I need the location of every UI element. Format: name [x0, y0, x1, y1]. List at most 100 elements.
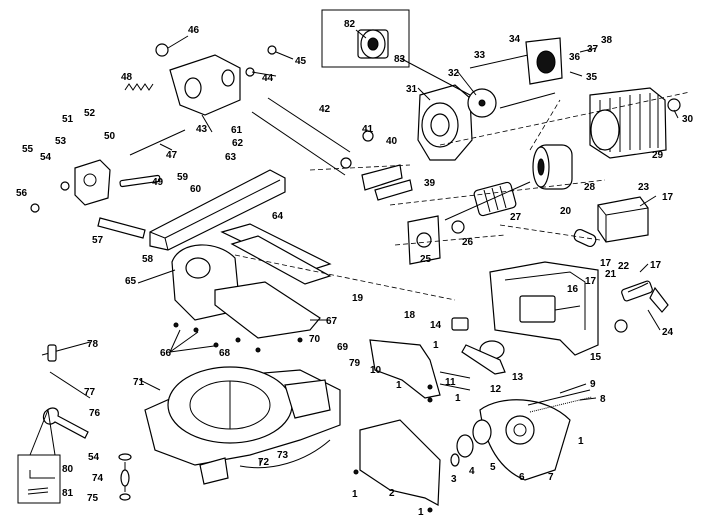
callout-65: 65	[125, 276, 137, 287]
part-12-lever	[461, 344, 506, 375]
callout-52: 52	[84, 108, 96, 119]
callout-82: 82	[344, 19, 356, 30]
part-42-rails	[251, 97, 351, 176]
callout-28: 28	[584, 182, 596, 193]
callout-60: 60	[190, 184, 202, 195]
callout-17b: 17	[600, 258, 612, 269]
part-64-fence	[220, 223, 332, 285]
part-4-washer	[456, 434, 474, 458]
part-57-knob	[97, 217, 146, 239]
callout-43: 43	[196, 124, 208, 135]
callout-labels: 1 2 3 4 5 6 7 8 9 10 11 12 13 14 15 16 1…	[16, 19, 694, 518]
callout-14: 14	[430, 320, 442, 331]
callout-45: 45	[295, 56, 307, 67]
part-15-handle-housing	[489, 261, 599, 356]
inset-box-82	[321, 9, 410, 68]
callout-30: 30	[682, 114, 694, 125]
callout-67: 67	[326, 316, 338, 327]
callout-53: 53	[55, 136, 67, 147]
shaft-lower	[499, 92, 556, 109]
callout-54b: 54	[88, 452, 100, 463]
callout-16: 16	[567, 284, 579, 295]
part-40-plate	[361, 164, 403, 191]
callout-61: 61	[231, 125, 243, 136]
part-39-plate	[374, 179, 413, 201]
callout-59: 59	[177, 172, 189, 183]
part-8-brush	[527, 389, 593, 413]
alignment-lines	[234, 91, 691, 301]
callout-51: 51	[62, 114, 74, 125]
callout-2: 2	[389, 488, 395, 499]
callout-78: 78	[87, 339, 99, 350]
part-49-rod	[119, 174, 161, 188]
part-25-plate	[407, 215, 441, 265]
callout-1c: 1	[396, 380, 402, 391]
callout-3: 3	[451, 474, 457, 485]
callout-10: 10	[370, 365, 382, 376]
callout-17c: 17	[662, 192, 674, 203]
part-74-clamp	[118, 453, 132, 501]
part-6-blade	[505, 415, 535, 445]
callout-25: 25	[420, 254, 432, 265]
part-23-switch-box	[597, 196, 649, 243]
callout-58: 58	[142, 254, 154, 265]
part-43-pivot-bracket	[169, 54, 241, 116]
callout-29: 29	[652, 150, 664, 161]
tool-80-hex-key	[29, 470, 55, 479]
callout-33: 33	[474, 50, 486, 61]
callout-4: 4	[469, 466, 475, 477]
part-48-spring	[124, 83, 154, 91]
callout-27: 27	[510, 212, 522, 223]
callout-62: 62	[232, 138, 244, 149]
callout-49: 49	[152, 177, 164, 188]
part-71-base	[144, 366, 341, 485]
callout-74: 74	[92, 473, 104, 484]
part-82-bearing	[357, 29, 389, 59]
callout-76: 76	[89, 408, 101, 419]
callout-83: 83	[394, 54, 406, 65]
callout-81: 81	[62, 488, 74, 499]
part-50-lock-body	[74, 159, 111, 206]
callout-19: 19	[352, 293, 364, 304]
part-32-gear	[467, 88, 497, 118]
part-73-scale	[239, 439, 331, 469]
callout-72: 72	[258, 457, 270, 468]
tool-78-wrench	[41, 341, 91, 362]
callout-77: 77	[84, 387, 96, 398]
callout-34: 34	[509, 34, 521, 45]
part-2-guard-plate	[359, 419, 441, 506]
callout-79: 79	[349, 358, 361, 369]
callout-35: 35	[586, 72, 598, 83]
callout-80: 80	[62, 464, 74, 475]
callout-48: 48	[121, 72, 133, 83]
callout-1f: 1	[418, 507, 424, 518]
callout-1: 1	[578, 436, 584, 447]
callout-1b: 1	[433, 340, 439, 351]
part-drawings	[17, 9, 691, 513]
callout-36: 36	[569, 52, 581, 63]
callout-39: 39	[424, 178, 436, 189]
callout-26: 26	[462, 237, 474, 248]
tool-77-blade	[49, 371, 91, 399]
callout-18: 18	[404, 310, 416, 321]
callout-75: 75	[87, 493, 99, 504]
callout-38: 38	[601, 35, 613, 46]
callout-23: 23	[638, 182, 650, 193]
callout-41: 41	[362, 124, 374, 135]
part-34-plate	[525, 37, 563, 85]
callout-63: 63	[225, 152, 237, 163]
callout-64: 64	[272, 211, 284, 222]
callout-56: 56	[16, 188, 28, 199]
part-30-washer	[667, 98, 681, 112]
part-27-armature	[444, 181, 531, 221]
callout-20: 20	[560, 206, 572, 217]
fasteners	[30, 43, 433, 513]
part-26-bearing	[451, 220, 465, 234]
callout-57: 57	[92, 235, 104, 246]
callout-69: 69	[337, 342, 349, 353]
part-3-bolt	[450, 453, 460, 467]
callout-55: 55	[22, 144, 34, 155]
callout-70: 70	[309, 334, 321, 345]
callout-24: 24	[662, 327, 674, 338]
